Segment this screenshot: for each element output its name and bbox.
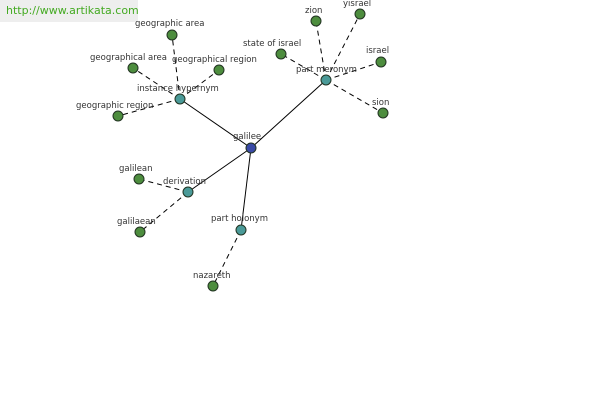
node-part-holonym[interactable]: part holonym <box>211 214 268 236</box>
node-derivation-circle[interactable] <box>182 186 194 198</box>
node-state-of-israel-circle[interactable] <box>275 48 287 60</box>
node-yisrael-label: yisrael <box>343 0 371 9</box>
node-sion-circle[interactable] <box>377 107 389 119</box>
node-galilaean-label: galilaean <box>117 217 156 227</box>
edge-ih-geographic-area <box>171 34 181 100</box>
edge-root-instance-hypernym <box>179 98 252 149</box>
node-geographical-area[interactable]: geographical area <box>90 53 167 74</box>
edge-der-galilaean <box>139 191 189 233</box>
node-nazareth[interactable]: nazareth <box>193 271 231 292</box>
node-zion-label: zion <box>305 6 322 16</box>
node-state-of-israel[interactable]: state of israel <box>243 39 301 60</box>
node-part-meronym[interactable]: part meronym <box>296 65 357 86</box>
node-yisrael-circle[interactable] <box>354 8 366 20</box>
node-instance-hypernym-label: instance hypernym <box>137 84 219 94</box>
node-geographical-area-label: geographical area <box>90 53 167 63</box>
node-geographic-region-circle[interactable] <box>112 110 124 122</box>
node-sion[interactable]: sion <box>372 98 389 119</box>
node-galilaean-circle[interactable] <box>134 226 146 238</box>
node-geographical-area-circle[interactable] <box>127 62 139 74</box>
edge-root-derivation <box>187 147 252 193</box>
node-galilean-label: galilean <box>119 164 153 174</box>
node-part-meronym-label: part meronym <box>296 65 357 75</box>
node-israel[interactable]: israel <box>366 46 389 68</box>
edge-root-part-meronym <box>250 79 327 149</box>
node-derivation-label: derivation <box>163 177 206 187</box>
node-state-of-israel-label: state of israel <box>243 39 301 49</box>
edge-pm-sion <box>325 79 384 114</box>
node-geographical-region-label: geographical region <box>172 55 257 65</box>
edge-pm-zion <box>315 20 327 81</box>
node-instance-hypernym[interactable]: instance hypernym <box>137 84 219 105</box>
node-root-label: galilee <box>233 132 261 142</box>
node-geographical-region[interactable]: geographical region <box>172 55 257 76</box>
edge-pm-israel <box>325 61 382 81</box>
node-galilaean[interactable]: galilaean <box>117 217 156 238</box>
node-geographic-area[interactable]: geographic area <box>135 19 204 41</box>
node-zion-circle[interactable] <box>310 15 322 27</box>
node-geographic-area-label: geographic area <box>135 19 204 29</box>
node-sion-label: sion <box>372 98 389 108</box>
node-yisrael[interactable]: yisrael <box>343 0 371 20</box>
node-part-holonym-circle[interactable] <box>235 224 247 236</box>
node-geographic-area-circle[interactable] <box>166 29 178 41</box>
node-nazareth-label: nazareth <box>193 271 231 281</box>
node-geographic-region[interactable]: geographic region <box>76 101 153 122</box>
node-root[interactable]: galilee <box>233 132 261 154</box>
node-galilean[interactable]: galilean <box>119 164 153 185</box>
edge-root-part-holonym <box>240 147 252 231</box>
node-geographical-region-circle[interactable] <box>213 64 225 76</box>
node-part-holonym-label: part holonym <box>211 214 268 224</box>
edge-ph-nazareth <box>212 229 242 287</box>
node-derivation[interactable]: derivation <box>163 177 206 198</box>
watermark-link[interactable]: http://www.artikata.com <box>0 0 139 22</box>
node-part-meronym-circle[interactable] <box>320 74 332 86</box>
node-israel-circle[interactable] <box>375 56 387 68</box>
edge-ih-geographical-region <box>179 69 220 100</box>
node-galilean-circle[interactable] <box>133 173 145 185</box>
edge-ih-geographical-area <box>132 67 181 100</box>
node-instance-hypernym-circle[interactable] <box>174 93 186 105</box>
edge-ih-geographic-region <box>117 98 181 117</box>
node-nazareth-circle[interactable] <box>207 280 219 292</box>
edge-pm-yisrael <box>325 13 361 81</box>
node-zion[interactable]: zion <box>305 6 322 27</box>
node-israel-label: israel <box>366 46 389 56</box>
node-geographic-region-label: geographic region <box>76 101 153 111</box>
node-root-circle[interactable] <box>245 142 257 154</box>
